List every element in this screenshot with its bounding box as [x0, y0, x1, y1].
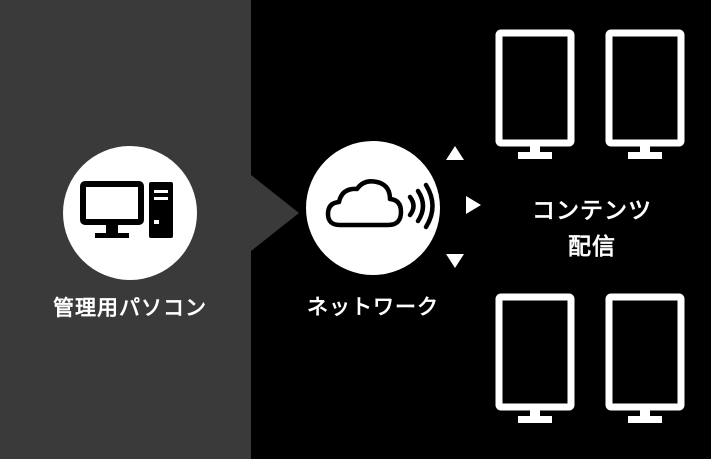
content-label-line2: 配信 — [568, 234, 616, 260]
panel-arrow — [251, 175, 299, 251]
portrait-display-icon — [495, 293, 575, 423]
desktop-computer-icon — [80, 181, 173, 238]
cloud-wireless-icon — [325, 179, 435, 230]
pc-node — [63, 146, 197, 280]
content-delivery-label: コンテンツ 配信 — [510, 193, 674, 265]
portrait-display-icon — [495, 29, 575, 159]
content-label-line1: コンテンツ — [532, 198, 652, 224]
portrait-display-icon — [605, 293, 685, 423]
arrow-right-icon — [466, 196, 481, 214]
network-label: ネットワーク — [307, 295, 439, 319]
portrait-display-icon — [605, 29, 685, 159]
pc-label: 管理用パソコン — [53, 296, 207, 320]
arrow-down-icon — [446, 254, 464, 268]
network-node — [306, 141, 440, 275]
arrow-up-icon — [446, 146, 464, 160]
